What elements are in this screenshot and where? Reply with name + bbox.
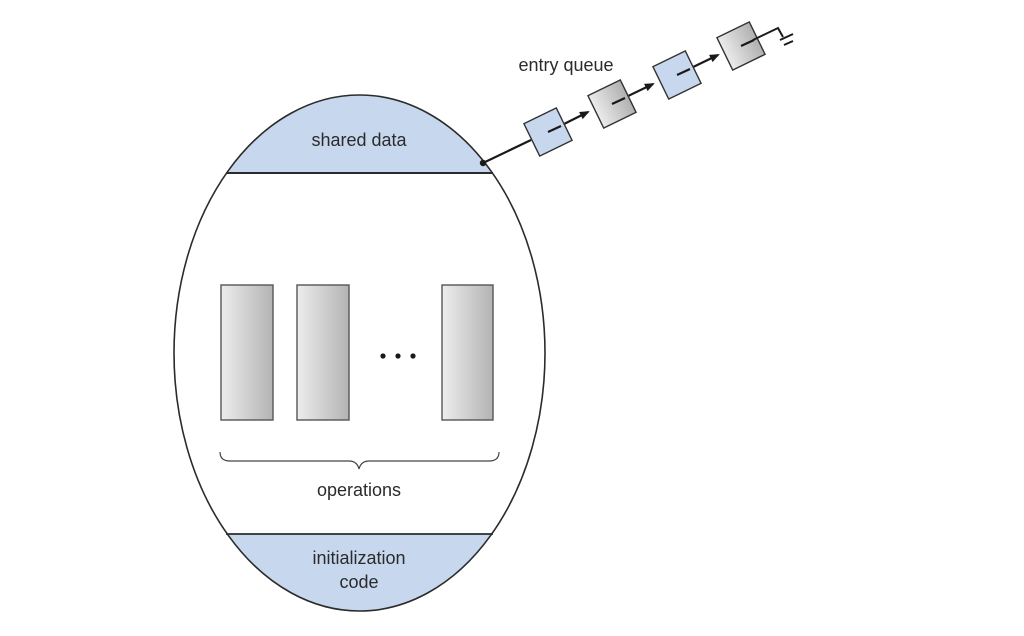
queue-arrow	[623, 83, 655, 99]
operation-box	[296, 284, 350, 421]
operation-box	[220, 284, 274, 421]
entry-queue-label: entry queue	[518, 55, 613, 75]
initialization-label-line2: code	[339, 572, 378, 592]
entry-queue	[479, 20, 794, 167]
queue-arrow	[688, 54, 720, 70]
ellipsis-dots	[380, 353, 416, 359]
queue-node-pointer	[547, 125, 562, 133]
operation-box	[441, 284, 494, 421]
initialization-label-line1: initialization	[312, 548, 405, 568]
queue-node-pointer	[676, 68, 691, 76]
queue-link	[482, 139, 532, 164]
queue-node-pointer	[740, 39, 755, 47]
queue-node-pointer	[611, 97, 626, 105]
ground-icon	[752, 26, 794, 46]
operations-brace	[219, 451, 500, 470]
shared-data-label: shared data	[311, 130, 407, 150]
operations-group	[220, 284, 494, 421]
operations-label: operations	[317, 480, 401, 500]
